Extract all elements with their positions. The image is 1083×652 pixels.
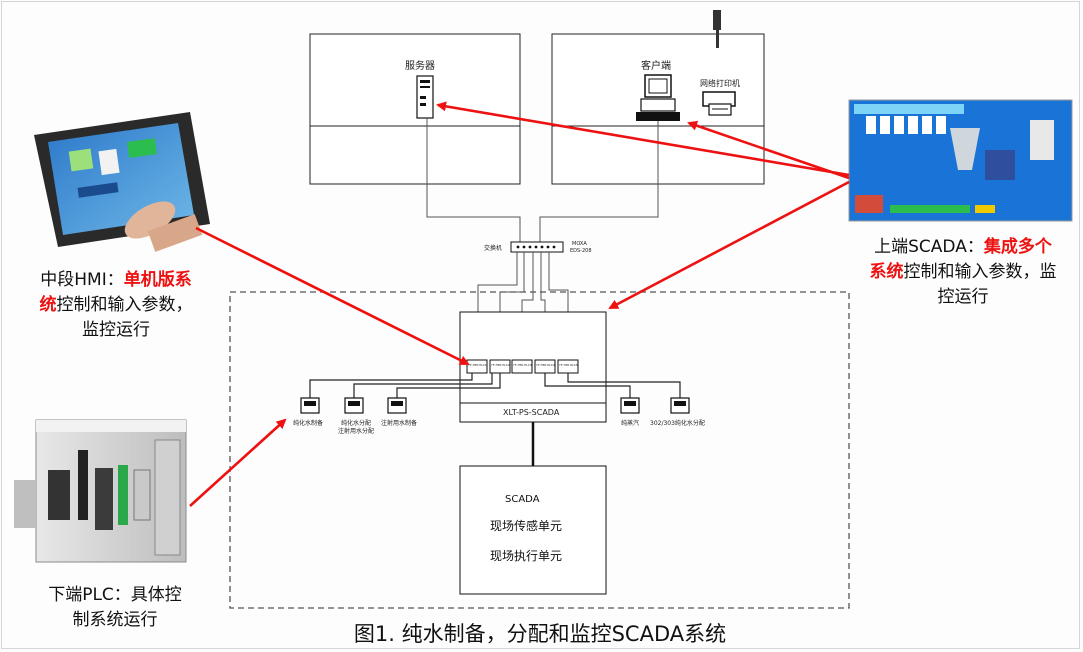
plc-module-label: YF-HMI PLC4 <box>536 363 555 367</box>
switch-model-1: MOXA <box>572 241 587 247</box>
scada-caption: 上端SCADA：集成多个系统控制和输入参数，监控运行 <box>868 235 1058 310</box>
server-room-box <box>309 33 521 185</box>
hmi-caption-rest: 控制和输入参数，监控运行 <box>56 295 193 340</box>
arrow-hmi-to-plc <box>195 226 470 366</box>
server-icon <box>416 75 434 119</box>
computer-icon <box>636 74 680 121</box>
hmi-tablet-image <box>34 112 210 252</box>
hmi-caption: 中段HMI：单机版系统控制和输入参数，监控运行 <box>36 268 196 343</box>
scada-caption-prefix: 上端SCADA： <box>874 237 984 257</box>
plc-module-label: YF-HMI PLC3 <box>513 363 532 367</box>
arrow-plc-to-stations <box>189 418 287 507</box>
station-bus-lines <box>309 373 681 398</box>
red-arrows <box>189 101 850 507</box>
server-label: 服务器 <box>405 61 435 72</box>
field-unit-box <box>459 465 607 595</box>
hmi-caption-prefix: 中段HMI： <box>40 270 124 290</box>
cabinet-label: XLT-PS-SCADA <box>503 408 560 417</box>
printer-icon <box>702 91 736 116</box>
field-box-line2: 现场执行单元 <box>490 549 563 563</box>
network-switch <box>510 241 564 253</box>
field-box-line1: 现场传感单元 <box>490 519 563 533</box>
antenna-icon <box>713 10 721 48</box>
station-label-2: 注射用水分配 <box>338 428 375 435</box>
field-box-title: SCADA <box>505 494 540 505</box>
figure-title: 图1. 纯水制备，分配和监控SCADA系统 <box>353 622 727 646</box>
station-label: 纯化水制备 <box>293 420 324 427</box>
arrow-scada-to-server <box>436 101 850 177</box>
client-label: 客户端 <box>641 61 671 72</box>
arrow-scada-to-cabinet <box>608 180 850 310</box>
printer-label: 网络打印机 <box>700 79 740 88</box>
station-devices <box>300 397 690 414</box>
plc-module-label: YF-HMI PLC5 <box>559 363 578 367</box>
station-label: 纯化水分配 <box>341 420 372 427</box>
scada-caption-highlight: 集成多个系统 <box>869 237 1052 282</box>
hmi-caption-highlight: 单机版系统 <box>39 270 192 315</box>
station-label: 302/303纯化水分配 <box>650 420 705 427</box>
station-label: 注射用水制备 <box>381 420 418 427</box>
control-boundary <box>229 291 850 609</box>
plc-module-label: YF-HMI PLC2 <box>491 363 510 367</box>
plc-hardware-image <box>14 419 187 563</box>
plc-caption: 下端PLC：具体控制系统运行 <box>48 585 182 630</box>
plc-module-label: YF-HMI PLC1 <box>468 363 487 367</box>
station-label: 纯蒸汽 <box>621 420 640 427</box>
switch-model-2: EDS-208 <box>570 248 592 254</box>
scada-caption-rest: 控制和输入参数，监控运行 <box>903 262 1057 307</box>
network-lines <box>426 118 659 242</box>
arrow-scada-to-client <box>687 120 850 180</box>
switch-label: 交换机 <box>484 245 503 252</box>
scada-screenshot-image <box>848 99 1073 222</box>
